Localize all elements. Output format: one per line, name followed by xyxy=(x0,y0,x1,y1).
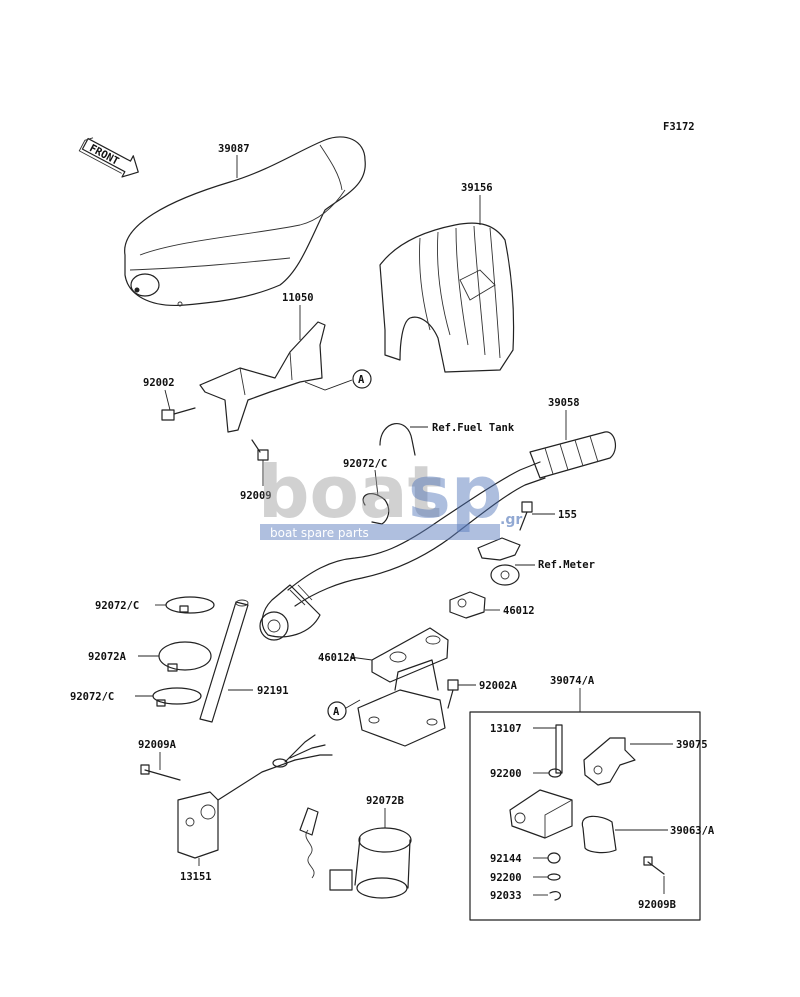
label-92072c-lower: 92072/C xyxy=(70,691,114,703)
label-39156: 39156 xyxy=(461,182,493,194)
svg-text:boat: boat xyxy=(258,450,442,534)
svg-text:boat spare parts: boat spare parts xyxy=(270,526,369,540)
label-92144: 92144 xyxy=(490,853,522,865)
spring-92144 xyxy=(547,852,561,864)
bolt-155 xyxy=(519,501,555,531)
cover-39156 xyxy=(379,222,515,373)
bolt-92009b xyxy=(643,856,665,894)
meter-bracket xyxy=(477,537,535,586)
label-92072b: 92072B xyxy=(366,795,404,807)
callout-a-upper-label: A xyxy=(358,374,365,386)
callout-a-upper xyxy=(352,369,372,389)
callout-a-lower xyxy=(327,701,347,721)
bolt-92002a xyxy=(447,679,476,709)
sub-assembly-box xyxy=(469,711,701,921)
label-39087: 39087 xyxy=(218,143,250,155)
switch-13151 xyxy=(177,734,333,866)
handlebar-39058 xyxy=(259,431,617,641)
bolt-92009a xyxy=(140,752,181,781)
tube-92191 xyxy=(199,599,253,723)
label-46012a: 46012A xyxy=(318,652,357,664)
svg-text:.gr: .gr xyxy=(500,512,522,528)
label-92002: 92002 xyxy=(143,377,175,389)
steering-base xyxy=(345,659,446,747)
pin-13107 xyxy=(533,724,563,774)
holder-46012 xyxy=(449,591,500,619)
washer-92200-lower xyxy=(547,873,561,881)
label-13107: 13107 xyxy=(490,723,522,735)
label-39075: 39075 xyxy=(676,739,708,751)
callout-a-lower-label: A xyxy=(333,706,340,718)
label-92072c-mid: 92072/C xyxy=(343,458,387,470)
clamp-92072c-lower xyxy=(135,687,202,707)
label-39074a: 39074/A xyxy=(550,675,595,687)
bolt-92009 xyxy=(251,439,269,486)
label-39058: 39058 xyxy=(548,397,580,409)
label-92002a: 92002A xyxy=(479,680,518,692)
cover-39063a xyxy=(581,815,668,854)
front-arrow-icon: FRONT xyxy=(78,137,139,178)
label-92033: 92033 xyxy=(490,890,522,902)
bracket-11050 xyxy=(199,321,353,433)
cover-39087 xyxy=(124,136,366,307)
label-92200-upper: 92200 xyxy=(490,768,522,780)
watermark-logo: boat sp .gr boat spare parts xyxy=(258,450,522,540)
label-13151: 13151 xyxy=(180,871,212,883)
label-39063a: 39063/A xyxy=(670,825,715,837)
label-155: 155 xyxy=(558,509,577,521)
label-92191: 92191 xyxy=(257,685,289,697)
figure-code: F3172 xyxy=(663,121,695,133)
clamp-92072a xyxy=(138,641,212,672)
ring-92033 xyxy=(549,891,562,901)
label-92072c-upper: 92072/C xyxy=(95,600,139,612)
clamp-92072c-upper xyxy=(155,596,215,614)
label-92009b: 92009B xyxy=(638,899,676,911)
bolt-92002 xyxy=(161,389,196,421)
label-46012: 46012 xyxy=(503,605,535,617)
holder-46012a xyxy=(349,627,449,683)
label-ref-fuel-tank: Ref.Fuel Tank xyxy=(432,422,515,434)
clamp-92072b xyxy=(299,807,412,899)
clamp-92072c-mid xyxy=(362,469,390,525)
label-ref-meter: Ref.Meter xyxy=(538,559,595,571)
label-92009a: 92009A xyxy=(138,739,177,751)
label-92200-lower: 92200 xyxy=(490,872,522,884)
label-92009: 92009 xyxy=(240,490,272,502)
label-11050: 11050 xyxy=(282,292,314,304)
lever-39075 xyxy=(583,737,673,786)
fuel-tank-clip xyxy=(379,422,416,456)
label-92072a: 92072A xyxy=(88,651,127,663)
svg-text:sp: sp xyxy=(408,450,502,534)
throttle-housing xyxy=(509,789,573,839)
